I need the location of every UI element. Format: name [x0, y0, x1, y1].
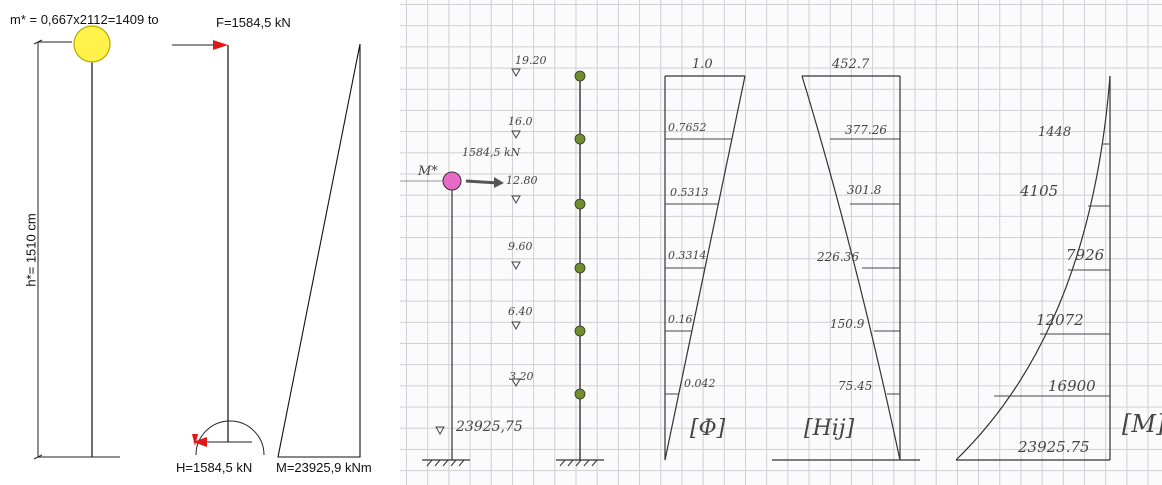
level-marker-9: [511, 261, 521, 271]
force-arrow-head: [213, 40, 228, 50]
level-marker-6: [511, 321, 521, 331]
sketch-mass: [442, 171, 462, 191]
m-value-1: 1448: [1038, 125, 1072, 140]
m-curve: [955, 75, 1111, 461]
moment-arrow-head: [192, 434, 198, 446]
sdof-model-panel: m* = 0,667x2112=1409 to F=1584,5 kN h*= …: [0, 0, 400, 485]
level-label-12: 12.80: [506, 174, 538, 187]
hij-diagram-label: [Hij]: [804, 416, 855, 441]
storey-mass-2: [574, 325, 586, 337]
level-label-19: 19.20: [515, 54, 547, 67]
base-moment-label: M=23925,9 kNm: [276, 460, 372, 475]
force-label: F=1584,5 kN: [216, 15, 291, 30]
hij-value-5: 150.9: [830, 317, 865, 331]
hij-curve: [801, 75, 901, 461]
mass-label: m* = 0,667x2112=1409 to: [10, 12, 159, 27]
level-label-6: 6.40: [508, 305, 533, 318]
m-value-3: 7926: [1066, 246, 1105, 264]
mdof-ground-hatch: [559, 459, 598, 467]
phi-value-3: 0.5313: [670, 186, 709, 199]
m-value-2: 4105: [1020, 182, 1059, 200]
storey-mass-1: [574, 388, 586, 400]
phi-value-1: 1.0: [692, 57, 713, 72]
level-marker-3: [511, 378, 521, 388]
phi-value-4: 0.3314: [668, 249, 707, 262]
level-label-3: 3.20: [509, 370, 534, 383]
storey-mass-5: [574, 133, 586, 145]
m-diagram-label: [M]: [1122, 410, 1162, 438]
storey-mass-4: [574, 198, 586, 210]
hij-value-2: 377.26: [845, 123, 887, 137]
base-shear-arrow-head: [193, 437, 207, 447]
phi-value-5: 0.16: [668, 313, 693, 326]
level-marker-16: [511, 130, 521, 140]
level-marker-0: [435, 426, 445, 436]
sketch-mass-symbol: M*: [418, 164, 438, 179]
hij-value-4: 226.36: [817, 250, 859, 264]
hij-value-1: 452.7: [832, 57, 870, 72]
sketch-ground-hatch-left: [426, 459, 465, 467]
moment-diagram: [277, 43, 361, 458]
m-value-5: 16900: [1048, 377, 1096, 395]
sdof-model-drawing: [33, 25, 361, 460]
sketch-force-arrowhead: [494, 177, 504, 188]
level-label-9: 9.60: [508, 240, 533, 253]
phi-value-2: 0.7652: [668, 121, 707, 134]
level-label-16: 16.0: [508, 115, 533, 128]
hand-sketch-panel: M* 1584,5 kN 23925,75 19.20 16.0 12.80 9…: [400, 0, 1162, 485]
hand-sketch-drawing: [400, 68, 1111, 467]
phi-diagram-label: [Φ]: [690, 416, 726, 441]
base-shear-label: H=1584,5 kN: [176, 460, 253, 475]
level-marker-12: [511, 195, 521, 205]
sketch-force-label: 1584,5 kN: [462, 146, 521, 159]
level-marker-19: [511, 68, 521, 78]
storey-mass-3: [574, 262, 586, 274]
sketch-force-arrow: [465, 179, 499, 185]
m-value-4: 12072: [1036, 311, 1084, 329]
hij-value-3: 301.8: [847, 183, 882, 197]
storey-mass-6: [574, 70, 586, 82]
sketch-base-moment: 23925,75: [456, 419, 523, 435]
hij-value-6: 75.45: [838, 379, 873, 393]
phi-value-6: 0.042: [684, 377, 716, 390]
height-label: h*= 1510 cm: [23, 213, 39, 287]
lumped-mass: [73, 25, 111, 63]
m-value-6: 23925.75: [1018, 438, 1090, 456]
